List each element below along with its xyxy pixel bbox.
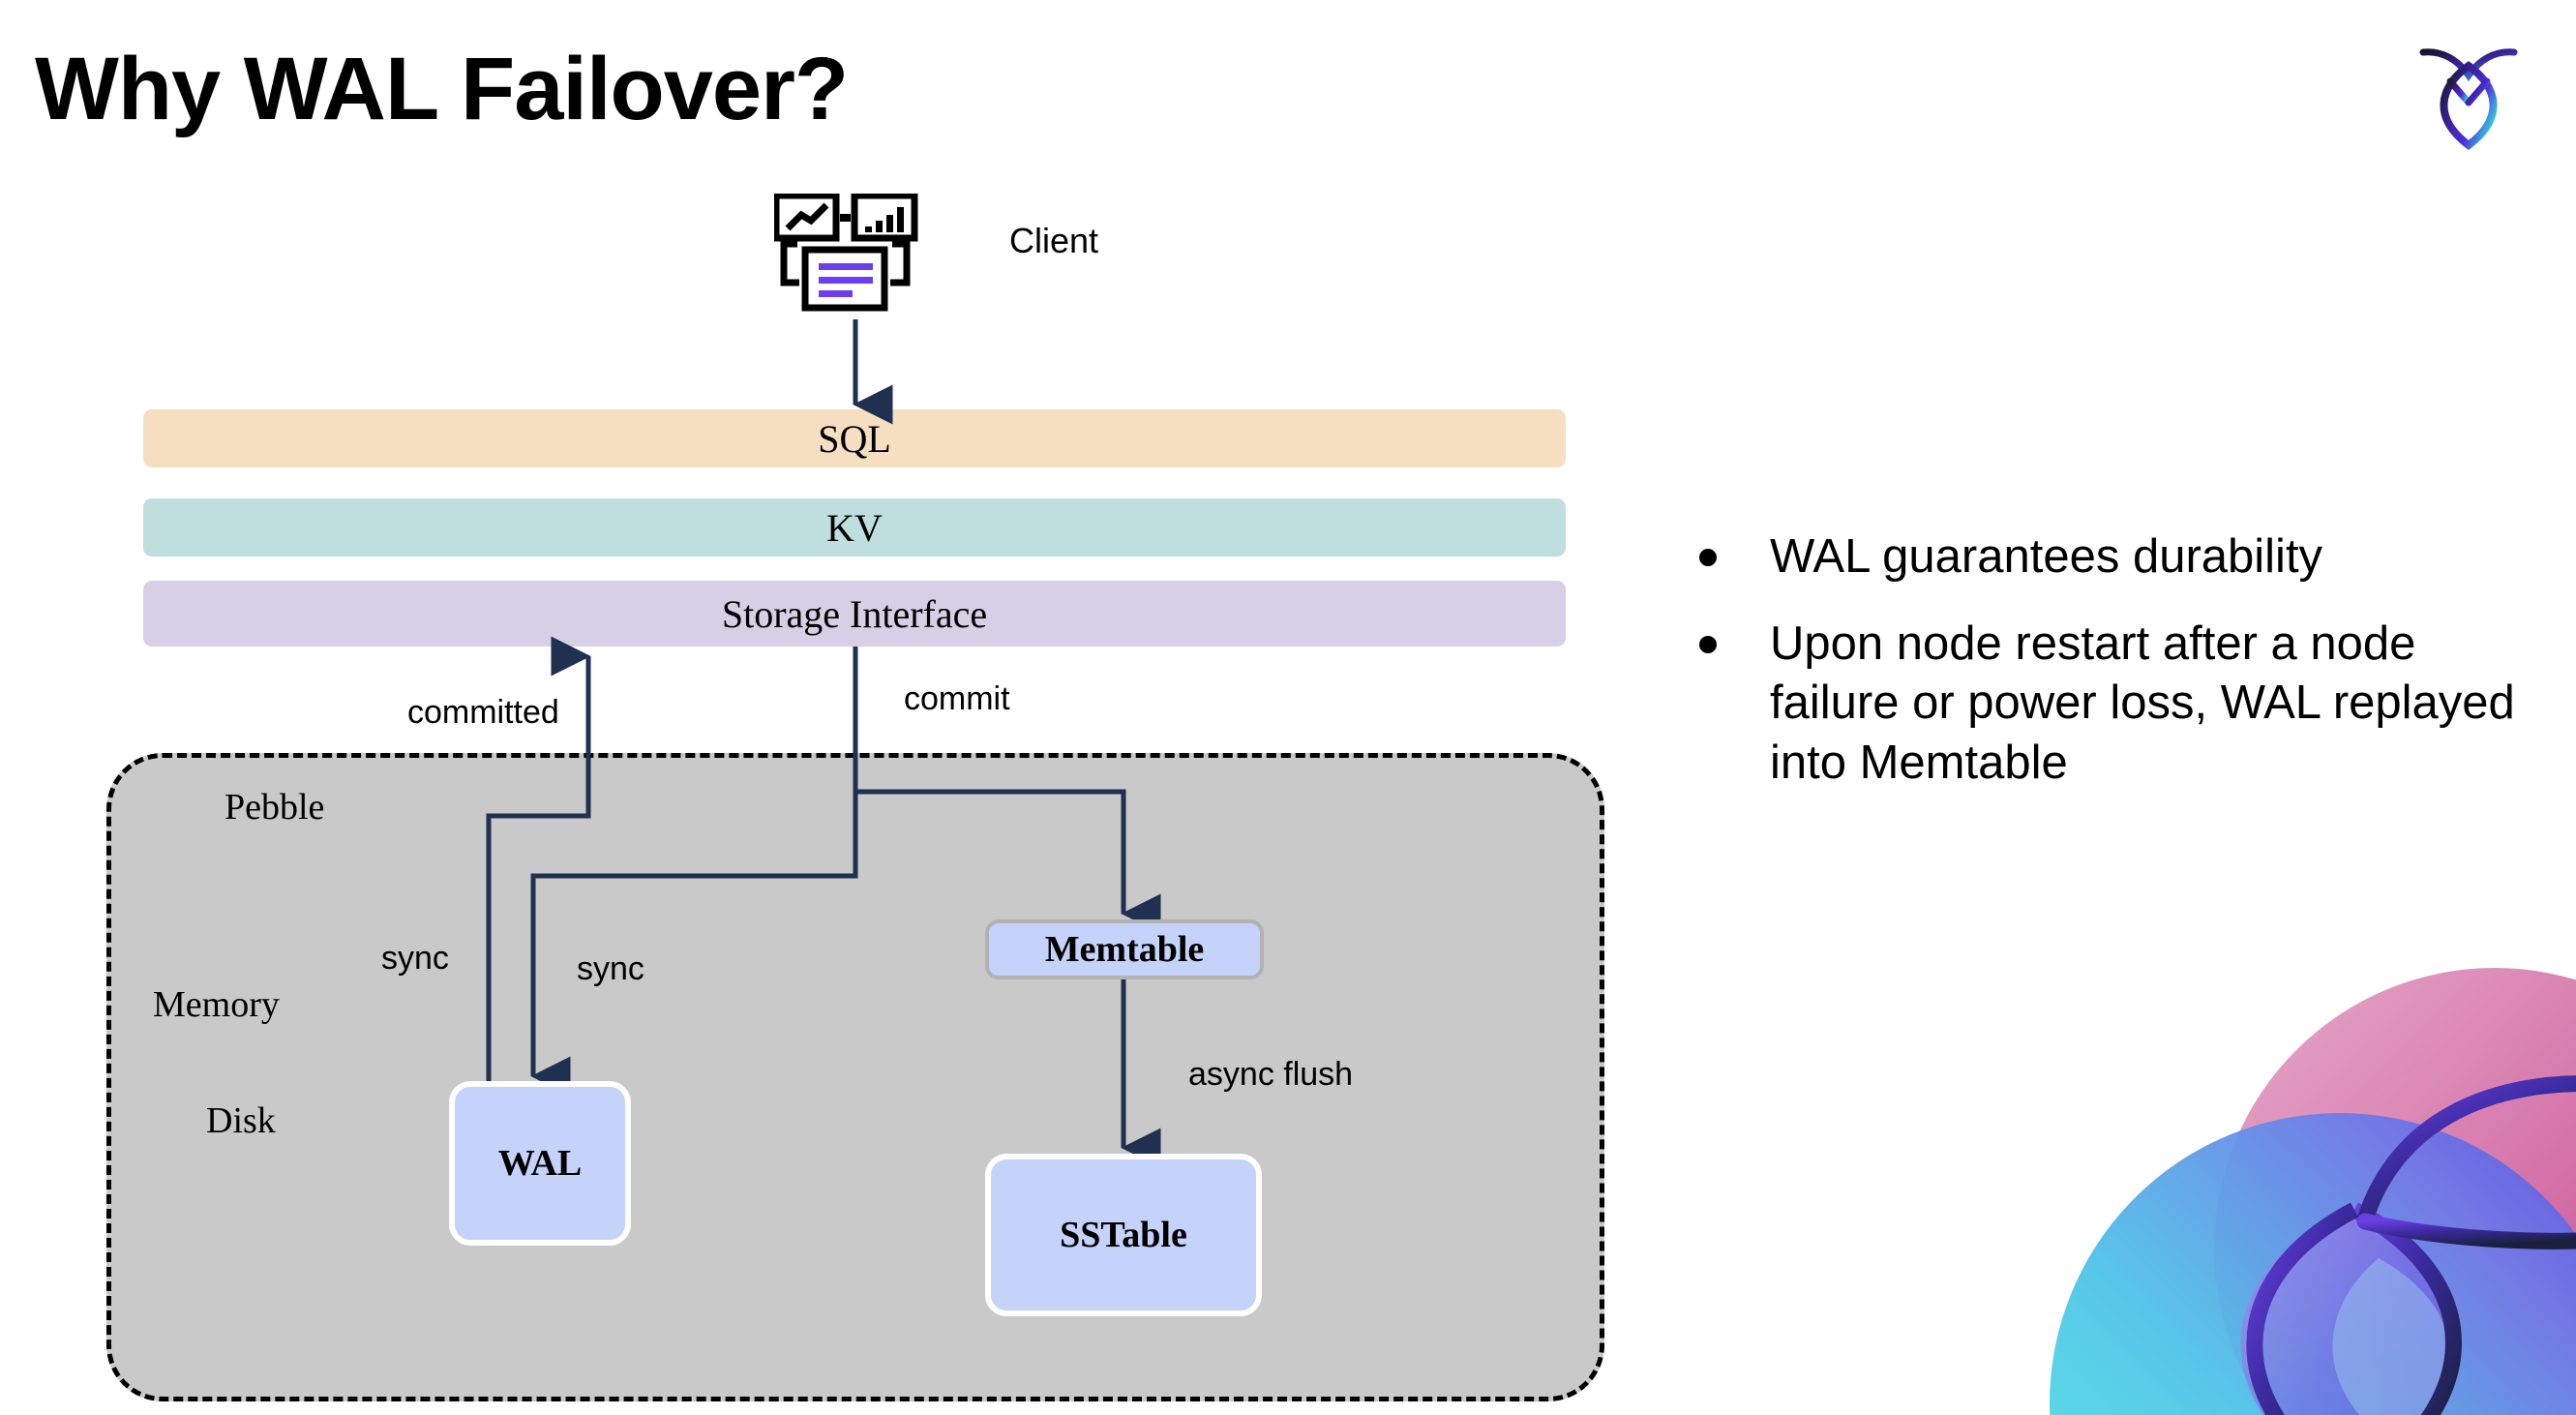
list-item: Upon node restart after a node failure o…: [1699, 615, 2551, 794]
bullet-dot-icon: [1699, 549, 1717, 566]
node-wal-label: WAL: [497, 1143, 583, 1184]
disk-label: Disk: [206, 1100, 276, 1141]
layer-bar-storage-interface: Storage Interface: [143, 581, 1566, 647]
cockroachdb-decorative-logo: [1982, 948, 2576, 1415]
edge-label-sync-right: sync: [577, 950, 644, 987]
pebble-container: [106, 753, 1604, 1401]
edge-label-committed: committed: [407, 694, 559, 731]
list-item: WAL guarantees durability: [1699, 527, 2551, 587]
node-memtable-label: Memtable: [1044, 929, 1205, 970]
layer-bar-sql: SQL: [143, 409, 1566, 467]
bullet-text: Upon node restart after a node failure o…: [1770, 617, 2515, 790]
bullet-text: WAL guarantees durability: [1770, 530, 2323, 583]
edge-label-async-flush: async flush: [1188, 1056, 1354, 1093]
client-dashboard-icon: [772, 192, 929, 319]
node-memtable: Memtable: [985, 919, 1264, 979]
bullet-list: WAL guarantees durability Upon node rest…: [1699, 527, 2551, 821]
edge-label-commit: commit: [904, 680, 1010, 717]
edge-label-sync-left: sync: [381, 940, 449, 977]
cockroachdb-logo: [2415, 37, 2522, 153]
memory-label: Memory: [153, 984, 280, 1025]
node-sstable-label: SSTable: [1060, 1215, 1187, 1255]
layer-bar-storage-interface-label: Storage Interface: [721, 591, 988, 636]
layer-bar-sql-label: SQL: [818, 416, 891, 461]
pebble-label: Pebble: [225, 787, 325, 828]
node-wal: WAL: [449, 1081, 631, 1246]
layer-bar-kv: KV: [143, 498, 1566, 557]
layer-bar-kv-label: KV: [826, 505, 883, 550]
client-label: Client: [1009, 221, 1099, 260]
bullet-dot-icon: [1699, 635, 1717, 653]
page-title: Why WAL Failover?: [35, 40, 849, 138]
node-sstable: SSTable: [985, 1154, 1262, 1316]
